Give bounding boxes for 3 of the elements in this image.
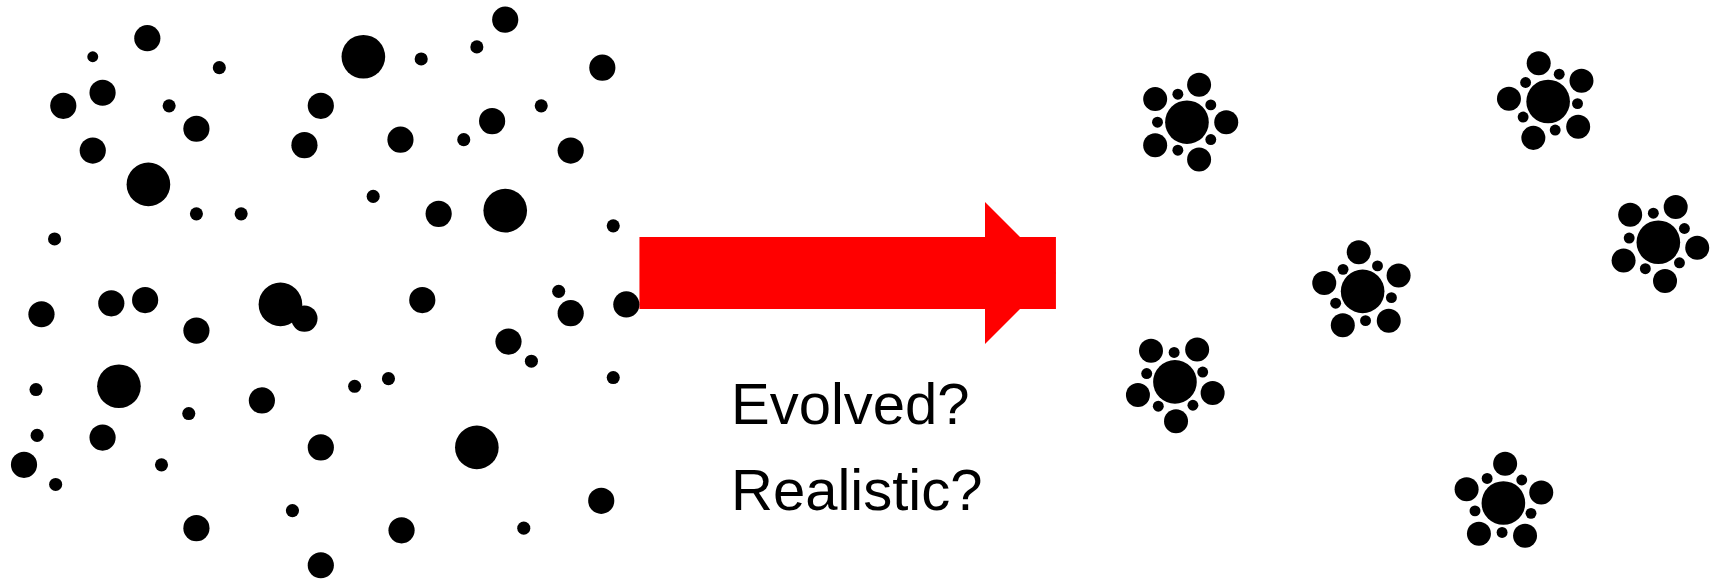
question-text: Realistic?	[731, 458, 983, 522]
question-text: Evolved?	[731, 372, 970, 436]
block-arrow	[639, 202, 1056, 344]
